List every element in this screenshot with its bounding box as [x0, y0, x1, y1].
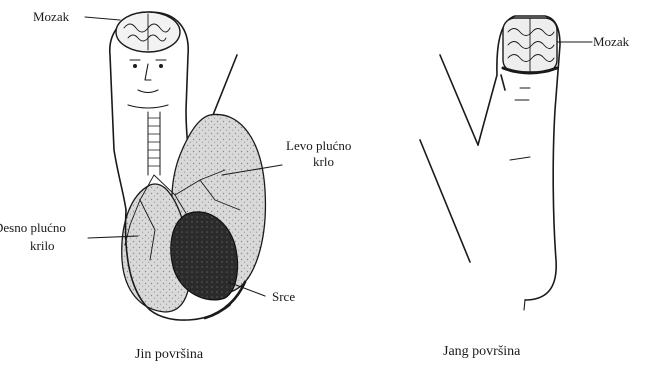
right-lung-label-2: krilo — [30, 238, 55, 253]
brain-label-right: Mozak — [593, 34, 630, 49]
yang-brain — [503, 18, 557, 73]
brain-leader-left — [85, 17, 120, 20]
yin-face — [128, 60, 168, 108]
yin-surface-figure: Mozak Levo plućno krlo Desno plućno kril… — [0, 9, 351, 362]
yin-trachea — [148, 112, 160, 175]
yang-boundary-line-upper — [440, 55, 478, 145]
yang-surface-figure: Mozak Jang površina — [420, 16, 630, 359]
right-lung-label-1: Desno plućno — [0, 220, 66, 235]
brain-label-left: Mozak — [33, 9, 70, 24]
yin-brain — [116, 12, 180, 52]
yin-caption: Jin površina — [135, 347, 204, 362]
left-lung-label-2: krlo — [313, 154, 334, 169]
left-lung-label-1: Levo plućno — [286, 138, 351, 153]
yang-marks — [510, 88, 530, 160]
yang-boundary-line-lower — [420, 140, 470, 262]
heart-label: Srce — [272, 289, 295, 304]
yang-caption: Jang površina — [443, 344, 521, 359]
